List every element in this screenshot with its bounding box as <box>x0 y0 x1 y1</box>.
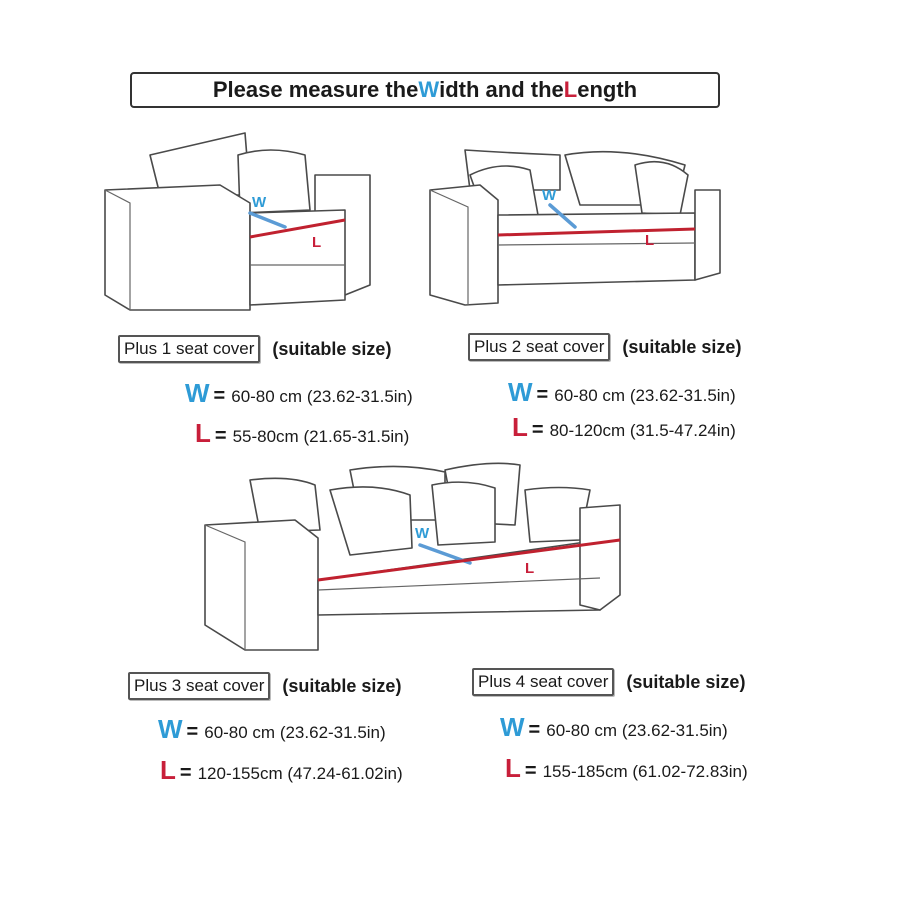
plus-2-cover-tag: Plus 2 seat cover <box>468 333 611 361</box>
length-mark-3: L <box>525 560 534 577</box>
plus-1-length-measure: L=55-80cm (21.65-31.5in) <box>195 418 410 448</box>
plus-3-length-letter: L <box>160 755 176 785</box>
plus-2-label-row: Plus 2 seat cover (suitable size) <box>468 333 741 361</box>
plus-4-width-letter: W <box>500 712 525 742</box>
plus-3-width-letter: W <box>158 714 183 744</box>
length-mark-2: L <box>645 232 654 249</box>
title-width-letter: W <box>418 77 440 102</box>
plus-3-length-measure: L=120-155cm (47.24-61.02in) <box>160 755 403 785</box>
loveseat-illustration: W L <box>429 145 730 310</box>
length-mark-1: L <box>312 234 321 251</box>
plus-1-length-value: 55-80cm (21.65-31.5in) <box>232 427 410 446</box>
plus-1-width-measure: W=60-80 cm (23.62-31.5in) <box>185 378 413 408</box>
title-mid: idth and the <box>439 77 564 102</box>
plus-2-width-measure: W=60-80 cm (23.62-31.5in) <box>508 377 736 407</box>
plus-1-cover-tag: Plus 1 seat cover <box>118 335 261 363</box>
plus-4-label-row: Plus 4 seat cover (suitable size) <box>472 668 745 696</box>
plus-4-cover-tag: Plus 4 seat cover <box>472 668 615 696</box>
plus-4-width-measure: W=60-80 cm (23.62-31.5in) <box>500 712 728 742</box>
plus-1-length-letter: L <box>195 418 211 448</box>
plus-4-length-letter: L <box>505 753 521 783</box>
plus-2-width-value: 60-80 cm (23.62-31.5in) <box>554 386 736 405</box>
plus-1-suitable-text: (suitable size) <box>272 338 392 359</box>
plus-3-label-row: Plus 3 seat cover (suitable size) <box>128 672 401 700</box>
plus-3-cover-tag: Plus 3 seat cover <box>128 672 271 700</box>
plus-2-length-letter: L <box>512 412 528 442</box>
plus-3-width-value: 60-80 cm (23.62-31.5in) <box>204 723 386 742</box>
width-mark-3: W <box>415 525 430 542</box>
plus-1-label-row: Plus 1 seat cover (suitable size) <box>118 335 391 363</box>
title-length-letter: L <box>563 77 578 102</box>
plus-3-suitable-text: (suitable size) <box>282 675 402 696</box>
plus-4-length-measure: L=155-185cm (61.02-72.83in) <box>505 753 748 783</box>
armchair-illustration: W L <box>100 125 371 315</box>
width-mark-1: W <box>252 194 267 211</box>
plus-3-length-value: 120-155cm (47.24-61.02in) <box>197 764 403 783</box>
title-suffix: ength <box>577 77 638 102</box>
plus-2-width-letter: W <box>508 377 533 407</box>
plus-2-length-measure: L=80-120cm (31.5-47.24in) <box>512 412 736 442</box>
plus-4-length-value: 155-185cm (61.02-72.83in) <box>542 762 748 781</box>
title-prefix: Please measure the <box>212 77 419 102</box>
three-seat-sofa-illustration: W L <box>200 460 630 655</box>
plus-2-length-value: 80-120cm (31.5-47.24in) <box>549 421 736 440</box>
width-mark-2: W <box>542 187 557 204</box>
plus-2-suitable-text: (suitable size) <box>622 336 742 357</box>
plus-4-suitable-text: (suitable size) <box>626 671 746 692</box>
plus-3-width-measure: W=60-80 cm (23.62-31.5in) <box>158 714 386 744</box>
plus-1-width-letter: W <box>185 378 210 408</box>
plus-1-width-value: 60-80 cm (23.62-31.5in) <box>231 387 413 406</box>
plus-4-width-value: 60-80 cm (23.62-31.5in) <box>546 721 728 740</box>
